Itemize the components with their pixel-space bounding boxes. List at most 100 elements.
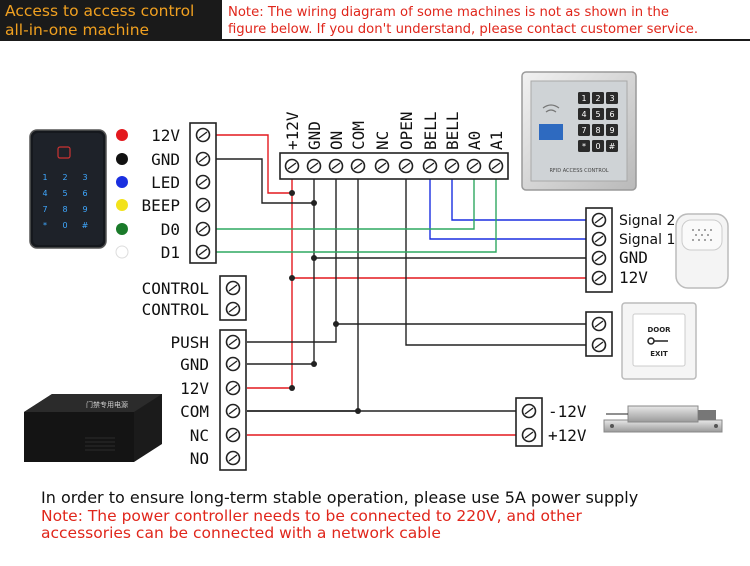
controller-terminal-label: NC (373, 131, 392, 150)
power-terminal-screw (225, 450, 241, 466)
power-terminal-screw (225, 356, 241, 372)
key-icon (647, 337, 668, 345)
control-terminal-label: CONTROL (142, 300, 209, 319)
doorbell-terminal-label: 12V (619, 268, 648, 287)
power-terminal-screw (225, 403, 241, 419)
controller-key: * (582, 142, 586, 151)
controller-terminal-screw (466, 158, 482, 174)
controller-key-cap (578, 108, 590, 120)
keypad-terminal-screw (195, 127, 211, 143)
doorbell-terminal-screw (591, 231, 607, 247)
electric-lock-device (603, 405, 723, 433)
banner-note-line1: Note: The wiring diagram of some machine… (228, 5, 669, 20)
controller-key: 4 (581, 110, 586, 119)
header-banner: Access to access control all-in-one mach… (0, 0, 750, 42)
controller-key: 1 (581, 94, 586, 103)
keypad-terminal-screw (195, 197, 211, 213)
controller-key: 0 (595, 142, 600, 151)
keypad-key: 4 (42, 189, 47, 198)
controller-terminal-label: +12V (283, 111, 302, 150)
wire-color-dot (116, 129, 128, 141)
lock-terminal-screw (521, 403, 537, 419)
controller-terminal-label: A1 (487, 131, 506, 150)
controller-key: 9 (609, 126, 614, 135)
controller-key-cap (592, 124, 604, 136)
power-terminal-label: COM (180, 402, 209, 421)
power-terminal-label: NC (190, 426, 209, 445)
power-terminal-label: GND (180, 355, 209, 374)
doorbell-terminal-screw (591, 250, 607, 266)
exit-button-bottom-text: EXIT (650, 350, 668, 358)
controller-key-cap (578, 140, 590, 152)
banner-decoration (0, 0, 750, 41)
keypad-key: # (82, 221, 89, 230)
controller-key: 7 (581, 126, 586, 135)
keypad-terminal-label: GND (151, 150, 180, 169)
keypad-key: 7 (42, 205, 47, 214)
controller-terminal-label: GND (305, 121, 324, 150)
exit-terminal-screw (591, 337, 607, 353)
power-box-text: 门禁专用电源 (86, 400, 128, 409)
wire-color-dot (116, 176, 128, 188)
doorbell-terminal-label: Signal 2 (619, 213, 675, 229)
controller-key-cap (606, 92, 618, 104)
controller-key: 8 (595, 126, 600, 135)
exit-terminal-screw (591, 316, 607, 332)
controller-terminal-label: COM (349, 121, 368, 150)
control-terminal-screw (225, 301, 241, 317)
exit-button-device: DOOR EXIT (621, 302, 697, 380)
wire-color-dot (116, 223, 128, 235)
controller-key-cap (592, 108, 604, 120)
footer-line1: In order to ensure long-term stable oper… (41, 488, 639, 507)
doorbell-device (675, 213, 729, 289)
wire-color-dot (115, 245, 129, 259)
controller-key: 5 (595, 110, 600, 119)
keypad-terminal-label: LED (151, 173, 180, 192)
controller-terminal-label: OPEN (397, 111, 416, 150)
keypad-terminal-label: D1 (161, 243, 180, 262)
footer-note-line3: accessories can be connected with a netw… (41, 524, 441, 542)
controller-terminal-screw (444, 158, 460, 174)
controller-terminal-screw (328, 158, 344, 174)
controller-key: 3 (609, 94, 614, 103)
keypad-terminal-screw (195, 221, 211, 237)
wire-color-dot (116, 153, 128, 165)
controller-terminal-label: A0 (465, 131, 484, 150)
controller-terminal-screw (284, 158, 300, 174)
controller-terminal-screw (398, 158, 414, 174)
controller-terminal-screw (374, 158, 390, 174)
banner-title-line2: all-in-one machine (5, 21, 150, 39)
controller-panel-text: RFID ACCESS CONTROL (549, 168, 608, 174)
banner-title: Access to access control all-in-one mach… (0, 0, 218, 40)
footer-notes: In order to ensure long-term stable oper… (41, 488, 741, 542)
footer-note-line2: Note: The power controller needs to be c… (41, 507, 582, 525)
power-terminal-screw (225, 334, 241, 350)
keypad-terminal-label: D0 (161, 220, 180, 239)
controller-terminal-label: BELL (443, 111, 462, 150)
controller-terminal-label: BELL (421, 111, 440, 150)
keypad-key: * (43, 221, 47, 230)
lock-terminal-label: +12V (548, 426, 587, 445)
controller-terminal-label: ON (327, 131, 346, 150)
banner-note-line2: figure below. If you don't understand, p… (228, 22, 699, 37)
exit-button-top-text: DOOR (647, 326, 671, 334)
control-terminal-label: CONTROL (142, 279, 209, 298)
controller-key-cap (578, 124, 590, 136)
controller-key: # (609, 142, 616, 151)
keypad-key: 6 (82, 189, 87, 198)
keypad-key: 8 (62, 205, 67, 214)
power-supply-device: 门禁专用电源 (24, 394, 162, 462)
power-terminal-label: NO (190, 449, 209, 468)
keypad-key: 5 (62, 189, 67, 198)
keypad-key: 3 (82, 173, 87, 182)
controller-terminal-screw (422, 158, 438, 174)
power-terminal-block (219, 329, 247, 471)
doorbell-terminal-screw (591, 212, 607, 228)
lock-terminal-screw (521, 427, 537, 443)
